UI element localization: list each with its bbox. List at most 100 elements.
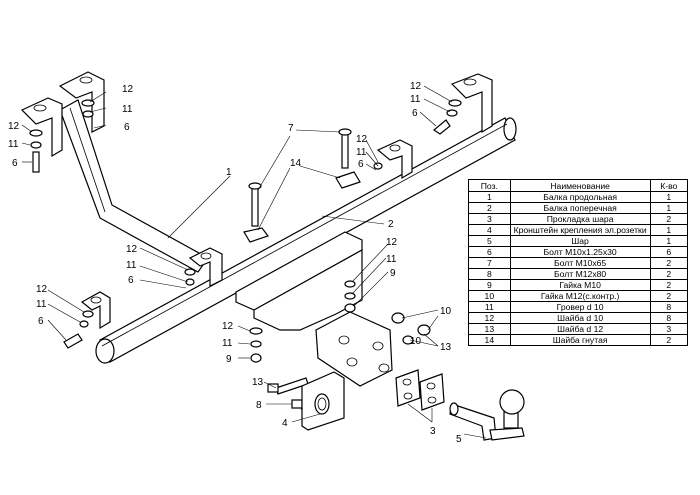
socket-bracket [301,371,345,431]
table-cell-pos: 7 [468,257,511,269]
callout-11: 11 [222,338,233,349]
callout-12: 12 [222,321,234,332]
table-cell-qty: 1 [649,235,689,247]
callout-11: 11 [8,139,19,150]
column-header-qty: К-во [649,179,689,192]
table-cell-qty: 1 [649,202,689,214]
table-cell-name: Болт М10х65 [509,257,651,269]
table-cell-qty: 2 [649,290,689,302]
callout-13: 13 [252,377,264,388]
callout-9: 9 [226,354,232,365]
table-cell-pos: 11 [468,301,511,313]
callout-6: 6 [12,158,18,169]
leader-lines [21,85,487,439]
center-bracket [235,231,393,387]
callout-13: 13 [440,342,452,353]
table-cell-qty: 2 [649,334,689,346]
column-header-name: Наименование [509,179,651,192]
table-cell-pos: 14 [468,334,511,346]
callout-4: 4 [282,418,288,429]
table-cell-name: Гровер d 10 [509,301,651,313]
table-cell-name: Шайба гнутая [509,334,651,346]
callout-12: 12 [386,237,398,248]
table-cell-pos: 9 [468,279,511,291]
table-cell-qty: 8 [649,301,689,313]
callout-12: 12 [410,81,422,92]
left-mounting-bracket [20,71,105,158]
table-cell-pos: 13 [468,323,511,335]
callout-9: 9 [390,268,396,279]
table-cell-name: Балка поперечная [509,202,651,214]
bent-washers [243,171,361,243]
callout-12: 12 [8,121,20,132]
table-cell-pos: 10 [468,290,511,302]
table-cell-name: Шар [509,235,651,247]
table-cell-pos: 1 [468,191,511,203]
callout-11: 11 [356,147,367,158]
table-cell-name: Гайка М10 [509,279,651,291]
table-cell-name: Гайка М12(с.контр.) [509,290,651,302]
callout-12: 12 [36,284,48,295]
table-cell-qty: 6 [649,246,689,258]
table-cell-qty: 1 [649,224,689,236]
table-cell-qty: 3 [649,323,689,335]
callout-6: 6 [38,316,44,327]
callout-6: 6 [412,108,418,119]
callout-2: 2 [388,219,394,230]
callout-11: 11 [410,94,421,105]
table-cell-pos: 4 [468,224,511,236]
callout-11: 11 [126,260,137,271]
callout-11: 11 [122,104,133,115]
callout-11: 11 [36,299,47,310]
callout-6: 6 [124,122,130,133]
table-cell-qty: 2 [649,213,689,225]
callout-12: 12 [126,244,138,255]
table-cell-qty: 2 [649,257,689,269]
right-mounting-bracket [376,73,493,180]
table-cell-qty: 2 [649,279,689,291]
callout-1: 1 [226,167,232,178]
table-cell-pos: 8 [468,268,511,280]
callout-8: 8 [256,400,262,411]
callout-14: 14 [290,158,302,169]
bolts-m10x65 [248,128,352,227]
table-cell-pos: 12 [468,312,511,324]
callout-6: 6 [358,159,364,170]
tow-ball [449,389,525,441]
callout-7: 7 [288,123,294,134]
callout-6: 6 [128,275,134,286]
table-cell-qty: 1 [649,191,689,203]
table-cell-name: Прокладка шара [509,213,651,225]
callout-11: 11 [386,254,397,265]
callout-12: 12 [122,84,134,95]
table-cell-name: Болт М12х80 [509,268,651,280]
beam-side-clamps [80,247,223,330]
table-cell-qty: 8 [649,312,689,324]
table-cell-pos: 3 [468,213,511,225]
column-header-pos: Поз. [468,179,511,192]
callout-labels: 12 11 6 12 11 6 12 11 6 7 12 11 6 14 1 2… [8,81,462,445]
table-cell-pos: 5 [468,235,511,247]
callout-3: 3 [430,426,436,437]
cross-beam [95,117,517,364]
ball-spacers [395,369,445,411]
table-cell-name: Кронштейн крепления эл.розетки [509,224,651,236]
table-cell-name: Шайба d 12 [509,323,651,335]
table-header-row: Поз. Наименование К-во [468,179,689,192]
table-cell-pos: 2 [468,202,511,214]
